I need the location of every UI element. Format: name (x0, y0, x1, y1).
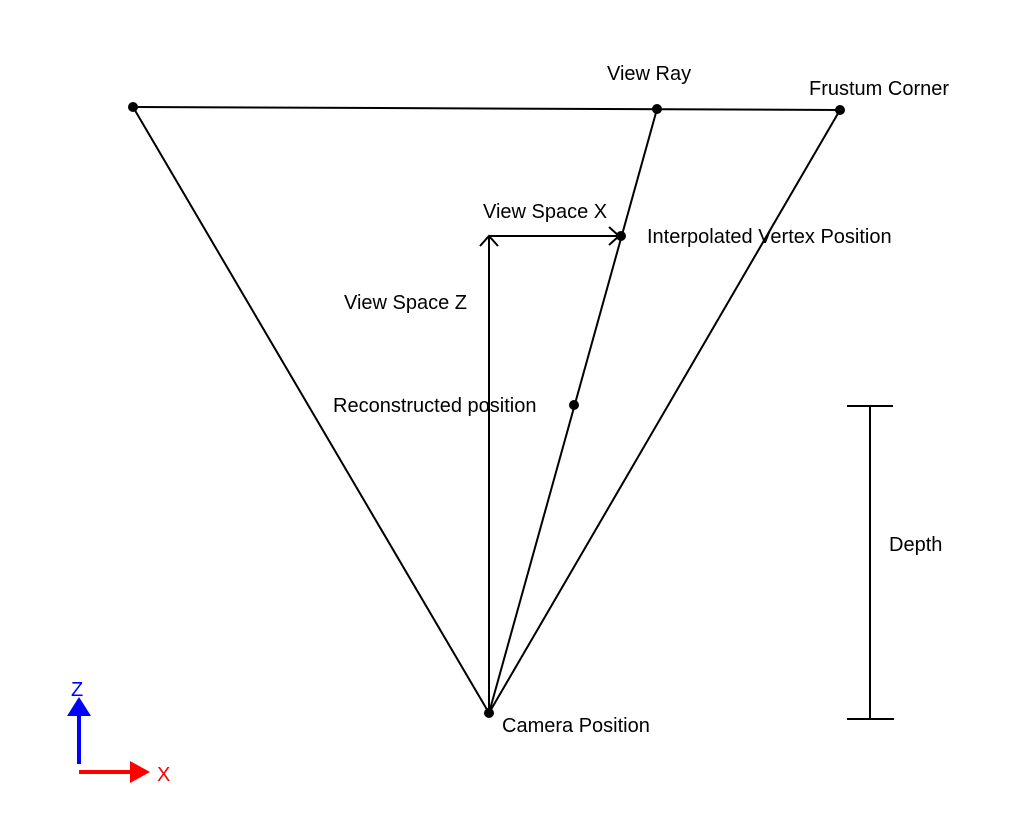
view-space-x-label: View Space X (483, 201, 607, 223)
camera-position-label: Camera Position (502, 715, 650, 737)
reconstructed-position-label: Reconstructed position (333, 395, 536, 417)
depth-label: Depth (889, 534, 942, 556)
axis-gizmo: Z X (67, 679, 170, 786)
x-axis-arrowhead (130, 761, 150, 783)
camera-position-point (484, 708, 494, 718)
far-left-corner-point (128, 102, 138, 112)
frustum-right-edge (488, 109, 841, 714)
reconstructed-position-point (569, 400, 579, 410)
view-ray-point (652, 104, 662, 114)
frustum-left-edge (132, 106, 490, 714)
interpolated-vertex-position-label: Interpolated Vertex Position (647, 226, 892, 248)
frustum-corner-label: Frustum Corner (809, 78, 949, 100)
view-ray-line (488, 108, 658, 714)
frustum-corner-point (835, 105, 845, 115)
view-ray-label: View Ray (607, 63, 691, 85)
z-axis-arrowhead (67, 697, 91, 716)
z-axis-label: Z (71, 679, 83, 701)
view-space-z-label: View Space Z (344, 292, 467, 314)
x-axis-label: X (157, 764, 170, 786)
far-plane-line (132, 106, 841, 111)
interpolated-vertex-point (616, 231, 626, 241)
